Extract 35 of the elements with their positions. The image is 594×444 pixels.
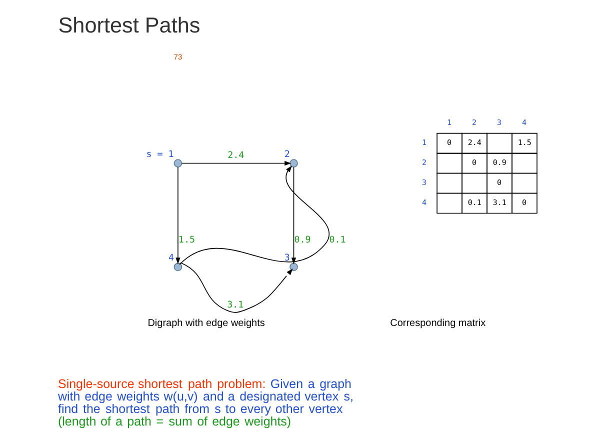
label: 1 bbox=[422, 138, 426, 148]
label: 3.1 bbox=[492, 198, 506, 208]
label: Single-source shortest path problem: bbox=[57, 377, 266, 392]
label: 0 bbox=[496, 178, 502, 188]
label: 3 bbox=[422, 178, 426, 188]
label: (length of a path = sum of edge weights) bbox=[57, 414, 291, 429]
label: 3 bbox=[496, 118, 502, 128]
edge-label: 2.4 bbox=[227, 150, 244, 162]
edge-label: 0.1 bbox=[328, 234, 346, 246]
edge-label: 3.1 bbox=[226, 300, 244, 311]
label: 0.1 bbox=[467, 198, 481, 208]
label: 2 bbox=[422, 158, 426, 168]
label: 1 bbox=[446, 118, 452, 128]
label: 2 bbox=[472, 118, 476, 128]
label: with edge weights w(u,v) and a designated vertex s, bbox=[57, 390, 353, 404]
label: 4 bbox=[422, 198, 426, 208]
label: Digraph with edge weights bbox=[147, 318, 264, 329]
label: 1.5 bbox=[517, 138, 531, 148]
label: Corresponding matrix bbox=[390, 318, 486, 329]
node-label: 2 bbox=[284, 148, 290, 160]
label: 0.9 bbox=[492, 158, 506, 168]
edge-label: 0.9 bbox=[294, 234, 310, 246]
label: 0 bbox=[446, 138, 452, 148]
label: Given a graph bbox=[270, 377, 352, 392]
label: find the shortest path from s to every other vertex bbox=[57, 402, 342, 416]
label: 0 bbox=[522, 198, 526, 208]
label: 4 bbox=[522, 118, 526, 128]
diagram-title: Shortest Paths bbox=[58, 12, 200, 38]
label: 2.4 bbox=[467, 138, 481, 148]
label: 73 bbox=[173, 52, 182, 62]
node-label: s = 1 bbox=[146, 148, 174, 160]
label: 0 bbox=[472, 158, 476, 168]
edge-label: 1.5 bbox=[178, 234, 194, 246]
node-label: 3 bbox=[284, 252, 290, 264]
node-label: 4 bbox=[168, 252, 174, 264]
